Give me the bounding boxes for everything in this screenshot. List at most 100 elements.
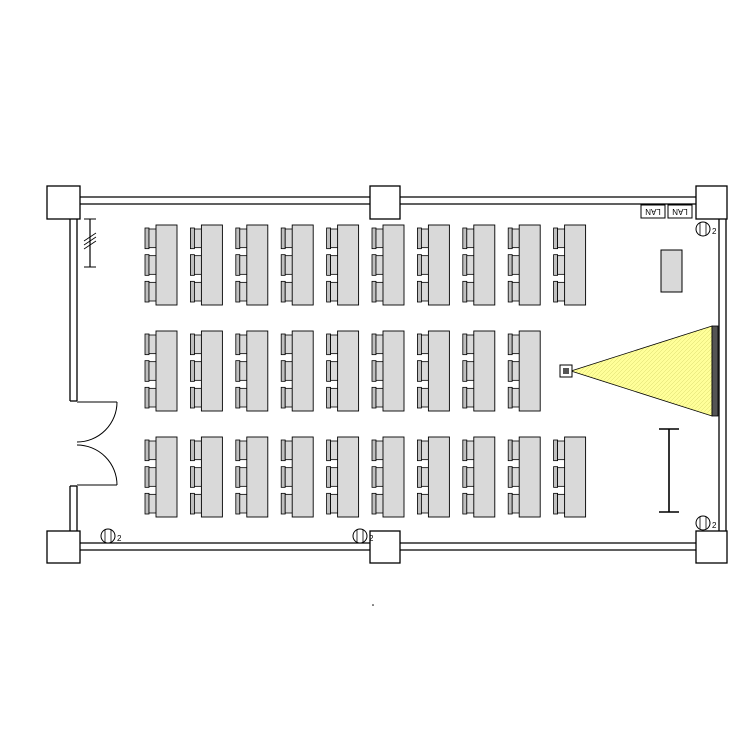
desk bbox=[518, 224, 541, 306]
desk-unit bbox=[462, 330, 496, 412]
chair bbox=[371, 227, 385, 250]
desk-unit bbox=[326, 224, 360, 306]
desk-unit bbox=[326, 436, 360, 518]
chair bbox=[326, 227, 340, 250]
chair bbox=[235, 466, 249, 488]
pillar bbox=[369, 185, 401, 220]
chair bbox=[280, 360, 294, 382]
chair bbox=[280, 466, 294, 488]
chair bbox=[462, 439, 476, 462]
chair bbox=[416, 280, 430, 303]
desk bbox=[337, 224, 360, 306]
lectern bbox=[660, 249, 683, 293]
whiteboard-stand bbox=[659, 428, 679, 513]
desk bbox=[427, 224, 450, 306]
chair bbox=[144, 466, 158, 488]
outlet-label: 2 bbox=[712, 521, 717, 530]
desk-unit bbox=[507, 224, 541, 306]
power-outlet: 2 bbox=[695, 221, 717, 237]
chair bbox=[235, 439, 249, 462]
chair bbox=[553, 227, 566, 250]
lan-sockets: LAN LAN bbox=[640, 204, 693, 219]
outlet-label: 2 bbox=[117, 534, 122, 543]
chair bbox=[235, 333, 249, 356]
chair bbox=[280, 492, 294, 515]
chair bbox=[371, 439, 385, 462]
chair bbox=[371, 254, 385, 276]
desk bbox=[382, 436, 405, 518]
chair bbox=[507, 439, 521, 462]
chair bbox=[235, 386, 249, 409]
desk-unit bbox=[416, 436, 450, 518]
lan-socket bbox=[667, 204, 693, 219]
chair bbox=[507, 360, 521, 382]
desk-unit bbox=[280, 436, 314, 518]
desk-unit bbox=[553, 436, 587, 518]
desk bbox=[200, 330, 223, 412]
chair bbox=[235, 492, 249, 515]
projection-system bbox=[559, 325, 719, 417]
desk bbox=[200, 224, 223, 306]
chair bbox=[189, 386, 203, 409]
chair bbox=[416, 360, 430, 382]
outlet-label: 2 bbox=[712, 227, 717, 236]
pillar bbox=[46, 530, 81, 564]
chair bbox=[235, 280, 249, 303]
desk bbox=[246, 224, 269, 306]
desk-unit bbox=[507, 436, 541, 518]
desk bbox=[291, 224, 314, 306]
chair bbox=[507, 333, 521, 356]
chair bbox=[326, 466, 340, 488]
desk-unit bbox=[462, 224, 496, 306]
chair bbox=[280, 227, 294, 250]
chair bbox=[235, 360, 249, 382]
chair bbox=[553, 439, 566, 462]
walls bbox=[69, 196, 727, 551]
desk-unit bbox=[371, 330, 405, 412]
chair bbox=[507, 227, 521, 250]
dot-mark bbox=[372, 604, 374, 606]
desk-row-middle bbox=[144, 330, 541, 412]
desk-unit bbox=[371, 224, 405, 306]
desk bbox=[382, 330, 405, 412]
chair bbox=[280, 280, 294, 303]
lan-socket bbox=[640, 204, 666, 219]
chair bbox=[507, 466, 521, 488]
desk-unit bbox=[326, 330, 360, 412]
chair bbox=[144, 386, 158, 409]
desk-unit bbox=[189, 330, 223, 412]
desk-unit bbox=[235, 224, 269, 306]
chair bbox=[462, 386, 476, 409]
chair bbox=[189, 280, 203, 303]
chair bbox=[144, 439, 158, 462]
desk bbox=[427, 436, 450, 518]
pillar bbox=[695, 530, 728, 564]
chair bbox=[462, 333, 476, 356]
chair bbox=[553, 466, 566, 488]
power-outlets: 2 2 2 2 bbox=[100, 221, 717, 544]
outlet-label: 2 bbox=[369, 534, 374, 543]
chair bbox=[144, 333, 158, 356]
chair bbox=[235, 227, 249, 250]
projection-beam bbox=[569, 325, 713, 417]
power-outlet: 2 bbox=[100, 528, 122, 544]
chair bbox=[326, 254, 340, 276]
desk bbox=[337, 436, 360, 518]
double-door bbox=[70, 400, 118, 487]
chair bbox=[553, 280, 566, 303]
desk-unit bbox=[280, 224, 314, 306]
chair bbox=[326, 439, 340, 462]
chair bbox=[326, 492, 340, 515]
chair bbox=[189, 439, 203, 462]
desk bbox=[246, 330, 269, 412]
desk bbox=[382, 224, 405, 306]
desk-unit bbox=[462, 436, 496, 518]
chair bbox=[371, 466, 385, 488]
chair bbox=[507, 386, 521, 409]
chair bbox=[507, 254, 521, 276]
chair bbox=[144, 254, 158, 276]
power-outlet: 2 bbox=[695, 515, 717, 531]
desk bbox=[246, 436, 269, 518]
chair bbox=[371, 386, 385, 409]
